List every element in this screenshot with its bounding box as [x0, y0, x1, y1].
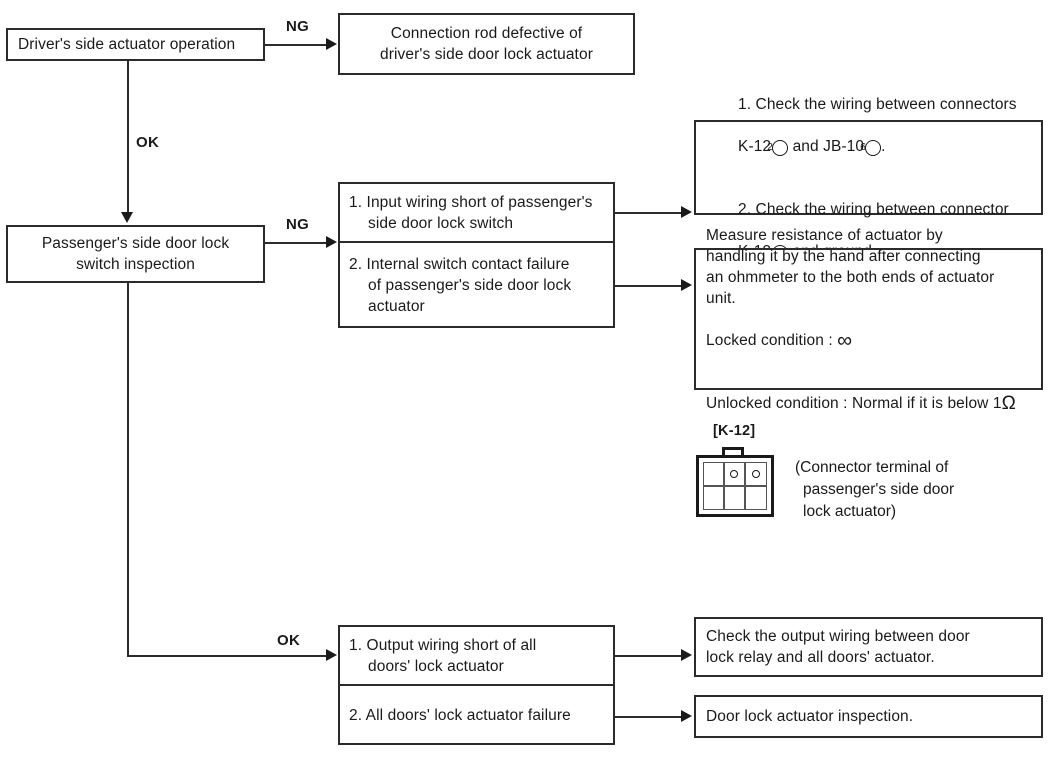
edge-ng2-action-line [615, 285, 683, 287]
measure-unlocked-condition: Unlocked condition : Normal if it is bel… [706, 372, 1031, 414]
edge-passenger-ng-arrowhead [326, 235, 337, 248]
circled-number-6: 6 [860, 140, 881, 156]
measure-locked-condition: Locked condition : ∞ [706, 309, 1031, 351]
node-ok-cause-2[interactable]: 2. All doors' lock actuator failure [338, 686, 615, 745]
edge-label-passenger-ng: NG [286, 216, 310, 233]
edge-passenger-ok-hline [127, 655, 328, 657]
connector-id-k12-a: K-12 [738, 138, 772, 155]
node-ng-cause-1-label: 1. Input wiring short of passenger's sid… [349, 193, 593, 232]
edge-ok2-action-line [615, 716, 683, 718]
action-check-wiring-item-1-line2: K-122 and JB-106. [738, 136, 886, 157]
ohm-symbol: Ω [1001, 392, 1016, 414]
action-measure-resistance[interactable]: Measure resistance of actuator by handli… [694, 227, 1043, 414]
action-measure-resistance-body: Measure resistance of actuator by handli… [696, 204, 1041, 435]
node-ng-cause-2-label: 2. Internal switch contact failure of pa… [349, 256, 572, 315]
connector-cell-top-right [745, 462, 767, 486]
node-connection-rod-defective-label: Connection rod defective of driver's sid… [380, 25, 593, 63]
action-check-output-wiring[interactable]: Check the output wiring between door loc… [694, 617, 1043, 677]
edge-driver-ok-line [127, 61, 129, 213]
measure-unlocked-condition-label: Unlocked condition : Normal if it is bel… [706, 394, 1002, 412]
edge-driver-ok-arrowhead [120, 212, 133, 223]
ok-causes-divider [338, 684, 615, 686]
node-ok-cause-2-label: 2. All doors' lock actuator failure [349, 707, 571, 724]
infinity-symbol: ∞ [837, 328, 852, 352]
measure-locked-condition-label: Locked condition : [706, 331, 838, 349]
edge-ng2-action-arrowhead [681, 278, 692, 291]
action-check-wiring-item-1-line1: 1. Check the wiring between connectors [738, 96, 1017, 113]
connector-pin-top-middle [730, 470, 738, 478]
node-connection-rod-defective[interactable]: Connection rod defective of driver's sid… [338, 13, 635, 75]
connector-caption: (Connector terminal of passenger's side … [795, 459, 955, 520]
action-door-lock-actuator-inspection-label: Door lock actuator inspection. [706, 708, 914, 725]
node-ng-causes-group [338, 182, 615, 328]
edge-passenger-ng-line [265, 242, 328, 244]
node-ok-cause-1-label: 1. Output wiring short of all doors' loc… [349, 636, 537, 675]
node-passenger-switch-inspection-label: Passenger's side door lock switch inspec… [41, 235, 230, 273]
connector-cell-top-left [703, 462, 724, 486]
connector-cell-bottom-left [703, 486, 724, 510]
edge-passenger-ok-vline [127, 283, 129, 657]
action-check-wiring-item-2-line1: 2. Check the wiring between connector [738, 201, 1009, 218]
edge-driver-ng-line [265, 44, 328, 46]
node-passenger-switch-inspection[interactable]: Passenger's side door lock switch inspec… [6, 225, 265, 283]
edge-driver-ng-arrowhead [326, 37, 337, 50]
sentence-period-a: . [881, 138, 886, 155]
connector-id-jb10: and JB-10 [788, 138, 865, 155]
edge-label-passenger-ok: OK [277, 632, 301, 649]
edge-ok2-action-arrowhead [681, 709, 692, 722]
edge-ok1-action-line [615, 655, 683, 657]
action-door-lock-actuator-inspection[interactable]: Door lock actuator inspection. [694, 695, 1043, 738]
action-check-output-wiring-label: Check the output wiring between door loc… [706, 628, 970, 666]
action-check-wiring[interactable]: 1. Check the wiring between connectors K… [694, 96, 1043, 261]
action-check-wiring-item-1: 1. Check the wiring between connectors K… [708, 73, 1029, 157]
edge-ng1-action-line [615, 212, 683, 214]
node-ok-cause-1[interactable]: 1. Output wiring short of all doors' loc… [338, 627, 615, 684]
node-ng-cause-1[interactable]: 1. Input wiring short of passenger's sid… [338, 184, 615, 241]
edge-passenger-ok-arrowhead [326, 648, 337, 661]
ng-causes-divider [338, 241, 615, 243]
edge-label-driver-ok: OK [136, 134, 160, 151]
action-measure-resistance-instructions: Measure resistance of actuator by handli… [706, 226, 995, 307]
connector-cell-top-middle [724, 462, 745, 486]
node-driver-side-actuator-operation-label: Driver's side actuator operation [18, 36, 236, 53]
connector-cell-bottom-right [745, 486, 767, 510]
node-ng-cause-2[interactable]: 2. Internal switch contact failure of pa… [338, 243, 615, 328]
connector-latch-tab [722, 447, 744, 456]
connector-label-k12: [K-12] [713, 423, 756, 439]
connector-cell-bottom-middle [724, 486, 745, 510]
node-driver-side-actuator-operation[interactable]: Driver's side actuator operation [6, 28, 265, 61]
edge-ok1-action-arrowhead [681, 648, 692, 661]
edge-label-driver-ng: NG [286, 18, 310, 35]
connector-pin-top-right [752, 470, 760, 478]
edge-ng1-action-arrowhead [681, 205, 692, 218]
circled-number-2: 2 [767, 140, 788, 156]
